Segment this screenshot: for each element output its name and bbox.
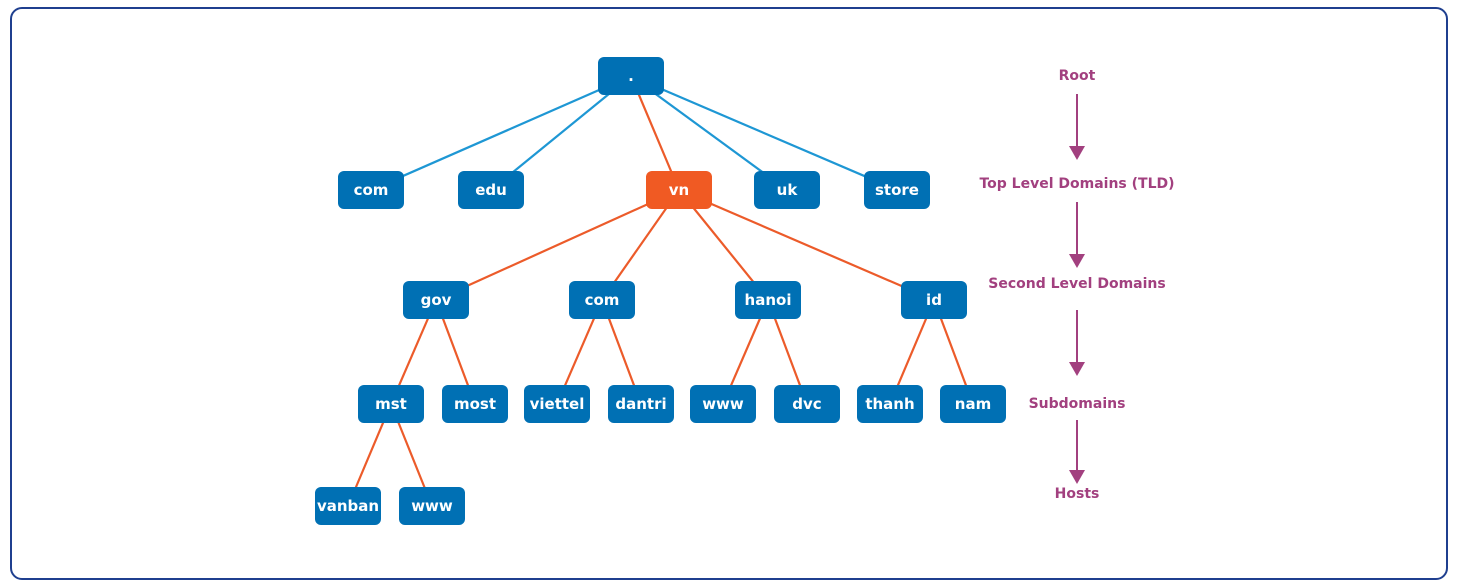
level-tld: Top Level Domains (TLD): [979, 176, 1175, 192]
node-tld-uk: uk: [754, 171, 820, 209]
node-host-www: www: [399, 487, 465, 525]
node-sub-nam: nam: [940, 385, 1006, 423]
node-sub-mst: mst: [358, 385, 424, 423]
node-sub-thanh: thanh: [857, 385, 923, 423]
edge-tld-vn-to-sld-id: [678, 188, 935, 302]
node-sub-www: www: [690, 385, 756, 423]
edge-root-to-tld-com: [370, 74, 632, 192]
node-sub-dvc: dvc: [774, 385, 840, 423]
edge-tld-vn-to-sld-gov: [435, 188, 680, 302]
level-subdomains: Subdomains: [1028, 396, 1126, 412]
node-sld-id: id: [901, 281, 967, 319]
node-sld-hanoi: hanoi: [735, 281, 801, 319]
level-root: Root: [1058, 68, 1096, 84]
node-tld-edu: edu: [458, 171, 524, 209]
level-hosts: Hosts: [1054, 486, 1100, 502]
node-sld-com: com: [569, 281, 635, 319]
edge-root-to-tld-store: [630, 74, 898, 192]
level-second-level: Second Level Domains: [988, 276, 1166, 292]
node-tld-store: store: [864, 171, 930, 209]
node-root: .: [598, 57, 664, 95]
node-tld-com: com: [338, 171, 404, 209]
diagram-frame: [10, 7, 1448, 580]
node-tld-vn: vn: [646, 171, 712, 209]
node-sub-viettel: viettel: [524, 385, 590, 423]
node-sub-dantri: dantri: [608, 385, 674, 423]
node-sub-most: most: [442, 385, 508, 423]
node-sld-gov: gov: [403, 281, 469, 319]
node-host-vanban: vanban: [315, 487, 381, 525]
